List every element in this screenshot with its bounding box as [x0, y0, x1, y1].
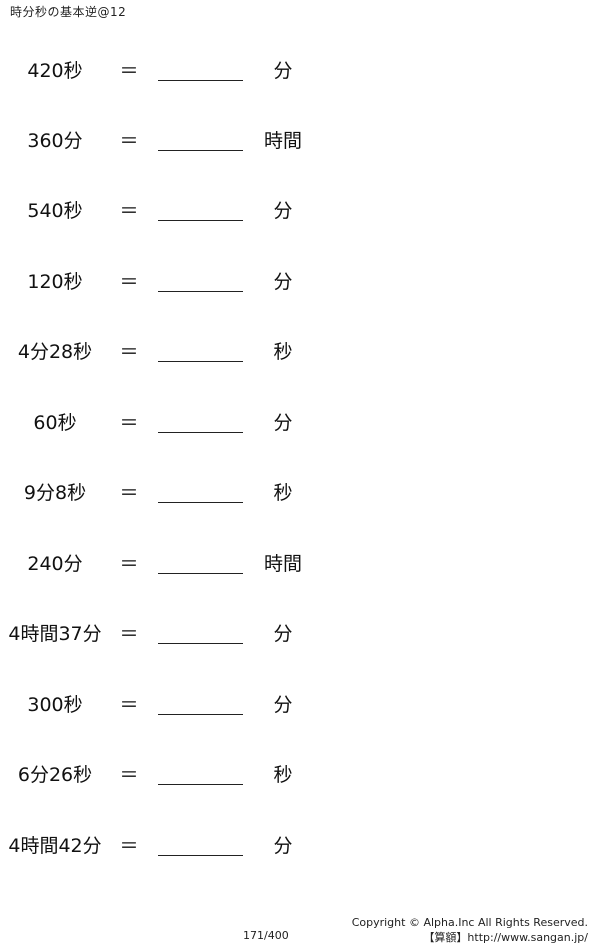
equals-sign: ＝ — [119, 60, 139, 82]
answer-unit: 分 — [273, 412, 293, 434]
answer-blank[interactable] — [158, 361, 243, 362]
answer-unit: 分 — [273, 623, 293, 645]
problem-question: 240分 — [27, 553, 83, 575]
page-number: 171/400 — [243, 929, 289, 942]
answer-unit: 分 — [273, 200, 293, 222]
equals-sign: ＝ — [119, 694, 139, 716]
worksheet-title: 時分秒の基本逆@12 — [10, 5, 127, 19]
answer-blank[interactable] — [158, 643, 243, 644]
answer-unit: 分 — [273, 694, 293, 716]
problem-row: 420秒 ＝ 分 — [0, 50, 600, 90]
answer-blank[interactable] — [158, 855, 243, 856]
problem-question: 360分 — [27, 130, 83, 152]
copyright-block: Copyright © Alpha.Inc All Rights Reserve… — [352, 915, 588, 945]
problem-row: 300秒 ＝ 分 — [0, 684, 600, 724]
problem-row: 60秒 ＝ 分 — [0, 402, 600, 442]
problem-question: 420秒 — [27, 60, 83, 82]
site-url: 【算額】http://www.sangan.jp/ — [423, 931, 588, 944]
answer-unit: 秒 — [273, 764, 293, 786]
answer-unit: 時間 — [263, 553, 302, 575]
problem-row: 4時間37分 ＝ 分 — [0, 613, 600, 653]
problem-row: 240分 ＝ 時間 — [0, 543, 600, 583]
equals-sign: ＝ — [119, 482, 139, 504]
equals-sign: ＝ — [119, 835, 139, 857]
copyright-text: Copyright © Alpha.Inc All Rights Reserve… — [351, 916, 588, 929]
answer-blank[interactable] — [158, 573, 243, 574]
problem-question: 300秒 — [27, 694, 83, 716]
equals-sign: ＝ — [119, 130, 139, 152]
problem-question: 540秒 — [27, 200, 83, 222]
problem-question: 60秒 — [33, 412, 77, 434]
problem-question: 4分28秒 — [17, 341, 93, 363]
answer-blank[interactable] — [158, 784, 243, 785]
equals-sign: ＝ — [119, 764, 139, 786]
answer-blank[interactable] — [158, 502, 243, 503]
equals-sign: ＝ — [119, 341, 139, 363]
answer-blank[interactable] — [158, 714, 243, 715]
answer-unit: 時間 — [263, 130, 302, 152]
answer-unit: 分 — [273, 271, 293, 293]
problem-row: 540秒 ＝ 分 — [0, 190, 600, 230]
answer-blank[interactable] — [158, 432, 243, 433]
problem-row: 4時間42分 ＝ 分 — [0, 825, 600, 865]
problem-question: 9分8秒 — [23, 482, 87, 504]
answer-unit: 秒 — [273, 482, 293, 504]
answer-unit: 分 — [273, 835, 293, 857]
problem-question: 4時間42分 — [8, 835, 102, 857]
answer-blank[interactable] — [158, 220, 243, 221]
problem-row: 9分8秒 ＝ 秒 — [0, 472, 600, 512]
problem-question: 6分26秒 — [17, 764, 93, 786]
problem-row: 360分 ＝ 時間 — [0, 120, 600, 160]
answer-blank[interactable] — [158, 150, 243, 151]
answer-blank[interactable] — [158, 291, 243, 292]
answer-blank[interactable] — [158, 80, 243, 81]
problem-row: 6分26秒 ＝ 秒 — [0, 754, 600, 794]
problem-question: 120秒 — [27, 271, 83, 293]
answer-unit: 秒 — [273, 341, 293, 363]
equals-sign: ＝ — [119, 412, 139, 434]
equals-sign: ＝ — [119, 271, 139, 293]
equals-sign: ＝ — [119, 623, 139, 645]
equals-sign: ＝ — [119, 553, 139, 575]
problem-row: 120秒 ＝ 分 — [0, 261, 600, 301]
problem-question: 4時間37分 — [8, 623, 102, 645]
equals-sign: ＝ — [119, 200, 139, 222]
answer-unit: 分 — [273, 60, 293, 82]
problem-row: 4分28秒 ＝ 秒 — [0, 331, 600, 371]
